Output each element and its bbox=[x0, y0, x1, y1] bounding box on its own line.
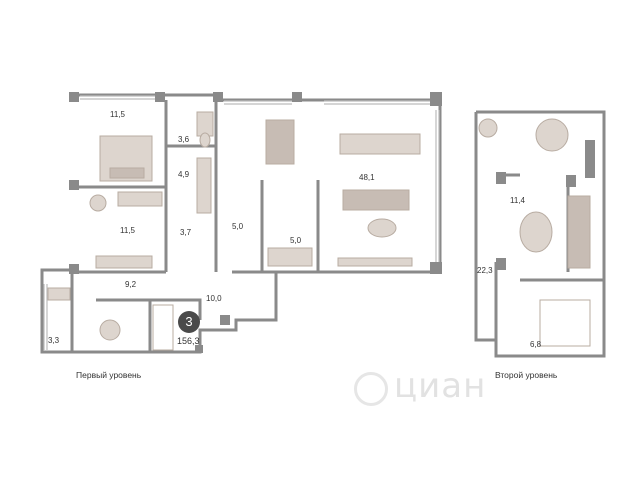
toilet bbox=[199, 132, 211, 148]
total-area: 156,3 bbox=[177, 336, 200, 346]
furniture bbox=[47, 111, 421, 351]
chair-mid bbox=[89, 194, 107, 212]
sofa bbox=[342, 189, 410, 211]
bath-vanity bbox=[196, 111, 214, 137]
desk-mid bbox=[117, 191, 163, 207]
room-label-laundry: 5,0 bbox=[290, 236, 302, 245]
lounge-chair bbox=[478, 118, 498, 138]
room-label-bedroom-mid: 11,5 bbox=[120, 226, 135, 235]
level-2-caption: Второй уровень bbox=[495, 370, 558, 380]
ottoman bbox=[99, 319, 121, 341]
bed-top-pillows bbox=[109, 167, 145, 179]
dresser-entry bbox=[95, 255, 153, 269]
room-label-hall: 10,0 bbox=[206, 294, 222, 303]
level-2-furniture bbox=[478, 118, 591, 347]
upper-stairs bbox=[539, 299, 591, 347]
coffee-table bbox=[367, 218, 397, 238]
balcony-chair bbox=[47, 287, 71, 301]
level-1-columns bbox=[69, 92, 442, 353]
tv-unit bbox=[337, 257, 413, 267]
room-label-upper-terrace: 22,3 bbox=[477, 266, 493, 275]
level-1-walls bbox=[40, 93, 442, 354]
watermark-logo-icon bbox=[354, 372, 388, 406]
room-label-entry: 9,2 bbox=[125, 280, 137, 289]
umbrella bbox=[535, 118, 569, 152]
watermark: циан bbox=[394, 366, 487, 406]
washer bbox=[267, 247, 313, 267]
room-label-living: 48,1 bbox=[359, 173, 375, 182]
level-1-caption: Первый уровень bbox=[76, 370, 142, 380]
stairs-1 bbox=[152, 304, 174, 351]
room-label-upper-stairs: 6,8 bbox=[530, 340, 542, 349]
room-label-corridor: 5,0 bbox=[232, 222, 244, 231]
kitchen-island bbox=[265, 119, 295, 165]
room-label-wardrobe: 4,9 bbox=[178, 170, 190, 179]
upper-sofa bbox=[567, 195, 591, 269]
rooms-count-badge: 3 bbox=[178, 311, 200, 333]
windows bbox=[43, 95, 440, 350]
dining-table bbox=[339, 133, 421, 155]
wardrobe-rack bbox=[196, 157, 212, 214]
room-label-upper-dining: 11,4 bbox=[510, 196, 525, 205]
upper-dining-table bbox=[519, 211, 553, 253]
level-2-columns bbox=[496, 140, 595, 270]
room-label-balcony: 3,3 bbox=[48, 336, 60, 345]
room-label-bath-small: 3,6 bbox=[178, 135, 190, 144]
room-label-bedroom-top: 11,5 bbox=[110, 110, 125, 119]
room-label-toilet: 3,7 bbox=[180, 228, 192, 237]
